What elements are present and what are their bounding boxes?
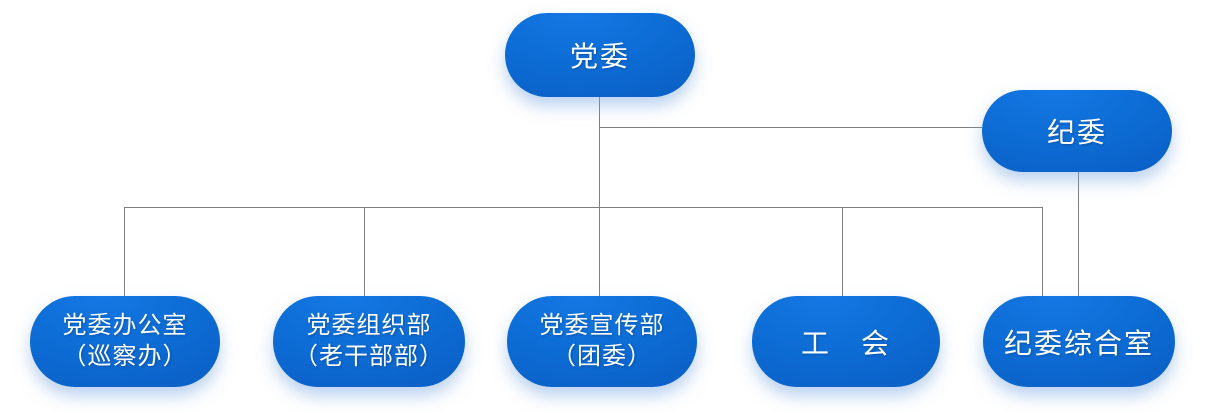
node-organization-dept-label: 党委组织部 — [306, 312, 432, 339]
connector-drop-gonghui — [842, 207, 843, 297]
node-organization-dept-sublabel: （老干部部） — [294, 343, 444, 370]
node-party-committee-label: 党委 — [569, 42, 630, 73]
connector-main-rail — [124, 207, 1042, 208]
node-labor-union-label: 工 会 — [800, 328, 891, 360]
connector-drop-zongheshi — [1042, 207, 1043, 297]
node-labor-union: 工 会 — [752, 296, 940, 387]
connector-drop-bangongshi — [124, 207, 125, 297]
node-discipline-office-label: 纪委综合室 — [1003, 328, 1154, 360]
connector-dangwei-to-jiwei — [599, 127, 982, 128]
connector-jiwei-to-zongheshi — [1078, 170, 1079, 297]
node-party-office: 党委办公室 （巡察办） — [30, 296, 220, 387]
node-discipline-committee: 纪委 — [982, 90, 1172, 172]
node-party-office-sublabel: （巡察办） — [62, 343, 188, 370]
node-publicity-dept-sublabel: （团委） — [552, 343, 652, 370]
node-party-office-label: 党委办公室 — [62, 312, 188, 339]
node-organization-dept: 党委组织部 （老干部部） — [273, 296, 465, 387]
node-party-committee: 党委 — [505, 13, 695, 97]
node-publicity-dept: 党委宣传部 （团委） — [507, 296, 697, 387]
connector-drop-zuzhibu — [364, 207, 365, 297]
node-discipline-office: 纪委综合室 — [983, 296, 1175, 387]
node-publicity-dept-label: 党委宣传部 — [539, 312, 665, 339]
connector-dangwei-drop — [599, 97, 600, 207]
connector-drop-xuanchuanbu — [599, 207, 600, 297]
node-discipline-committee-label: 纪委 — [1046, 118, 1107, 149]
